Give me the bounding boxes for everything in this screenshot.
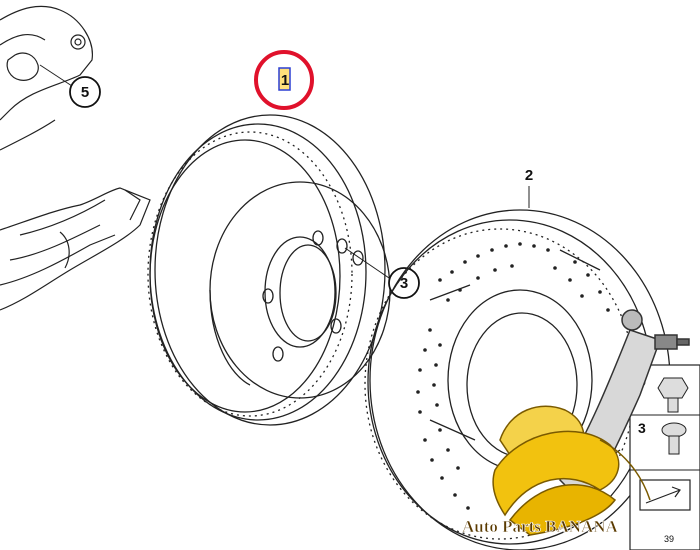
callout-1[interactable]: 1: [254, 50, 314, 110]
arrow-icon: [639, 479, 691, 511]
parts-legend: 5 3 39: [629, 364, 700, 550]
callout-5-label: 5: [81, 84, 89, 101]
callout-1-label: 1: [281, 72, 289, 89]
callout-3[interactable]: 3: [388, 267, 420, 299]
dust-shield: [0, 5, 151, 311]
leader-line: [39, 64, 73, 87]
brake-disc: [147, 114, 391, 426]
callout-2[interactable]: 2: [525, 167, 533, 184]
leader-line: [344, 247, 393, 281]
watermark-logo: Auto Parts BANANA: [462, 309, 690, 536]
legend-row-3[interactable]: 3: [638, 420, 687, 455]
callout-5[interactable]: 5: [69, 76, 101, 108]
watermark-text: Auto Parts BANANA: [462, 517, 619, 536]
sport-disc-holes: [416, 242, 610, 510]
highlight-ring: [254, 50, 314, 110]
banana-icon: [492, 405, 651, 536]
callout-2-label: 2: [525, 167, 533, 184]
diagram-code: 39: [664, 534, 674, 544]
torx-bolt-icon: [661, 422, 687, 455]
marker-box: [278, 67, 291, 91]
hex-screw-icon: [657, 377, 689, 413]
callout-3-label: 3: [400, 275, 408, 292]
legend-row-3-label: 3: [638, 420, 646, 436]
